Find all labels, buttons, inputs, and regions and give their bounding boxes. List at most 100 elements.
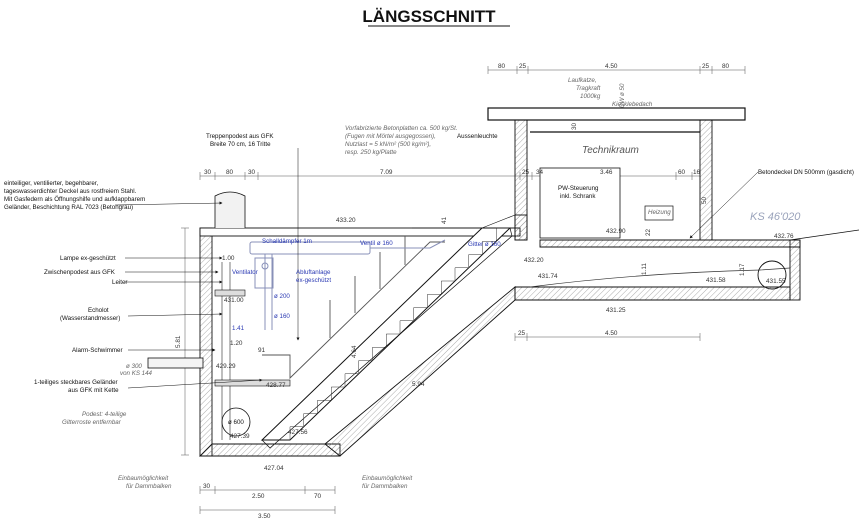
svg-text:Vorfabrizierte Betonplatten ca: Vorfabrizierte Betonplatten ca. 500 kg/S… [345, 125, 458, 132]
note-roof: Kiesklebedach [612, 101, 653, 108]
svg-text:2.50: 2.50 [252, 493, 265, 500]
note-outdoor-light: Aussenleuchte [457, 133, 498, 140]
note-echolot: Echolot (Wasserstandmesser) [60, 307, 223, 322]
note-heating: Heizung [648, 209, 671, 216]
elev: 431.74 [538, 273, 558, 280]
elev: 429.29 [216, 363, 236, 370]
handrail [262, 236, 445, 380]
svg-text:Einbaumöglichkeit: Einbaumöglichkeit [362, 475, 412, 482]
svg-text:Zwischenpodest aus GFK: Zwischenpodest aus GFK [44, 269, 116, 276]
heating-unit [644, 205, 674, 221]
svg-text:1.11: 1.11 [641, 263, 648, 275]
label-d200: ø 200 [274, 293, 290, 300]
svg-text:25: 25 [522, 169, 530, 176]
svg-text:4.50: 4.50 [605, 63, 618, 70]
svg-text:50: 50 [701, 196, 708, 204]
svg-text:70: 70 [314, 493, 322, 500]
svg-text:(Fugen mit Mörtel ausgegossen): (Fugen mit Mörtel ausgegossen), [345, 133, 436, 140]
svg-text:1.20: 1.20 [230, 340, 243, 347]
svg-text:Nutzlast = 5 kN/m² (500 kg/m²): Nutzlast = 5 kN/m² (500 kg/m²), [345, 141, 431, 148]
drawing-title: LÄNGSSCHNITT [362, 7, 496, 26]
svg-text:resp. 250 kg/Platte: resp. 250 kg/Platte [345, 149, 397, 156]
label-exhaust: Abluftanlage [296, 269, 331, 276]
note-cabinet: PW-Steuerung inkl. Schrank [558, 185, 599, 200]
ground-line [712, 229, 859, 241]
svg-text:25: 25 [518, 330, 526, 337]
svg-text:Echolot: Echolot [88, 307, 109, 314]
svg-text:16: 16 [693, 169, 701, 176]
bottom-dimension-lines [199, 486, 336, 514]
svg-text:7.09: 7.09 [380, 169, 393, 176]
note-ladder: Leiter [112, 279, 223, 286]
svg-text:Leiter: Leiter [112, 279, 127, 286]
svg-text:1-teiliges steckbares Geländer: 1-teiliges steckbares Geländer [34, 379, 118, 386]
svg-text:80: 80 [498, 63, 506, 70]
note-landing: Zwischenpodest aus GFK [44, 269, 219, 276]
svg-text:PW-Steuerung: PW-Steuerung [558, 185, 599, 192]
svg-text:30: 30 [248, 169, 256, 176]
svg-text:41: 41 [441, 216, 448, 224]
svg-text:30: 30 [571, 122, 578, 130]
svg-text:inkl. Schrank: inkl. Schrank [560, 193, 596, 200]
structure-label: KS 46'020 [750, 211, 801, 223]
elev: 427.39 [230, 433, 250, 440]
elevation-labels: 433.20 432.90 432.76 432.20 431.74 431.5… [216, 217, 794, 472]
note-rohr: ø 300 von KS 144 [120, 363, 153, 377]
note-stair: Treppenpodest aus GFK Breite 70 cm, 16 T… [206, 133, 300, 341]
elev: 431.00 [224, 297, 244, 304]
left-vertical-dimension [181, 227, 189, 456]
svg-text:tageswasserdichter Deckel aus: tageswasserdichter Deckel aus rostfreiem… [4, 188, 137, 195]
elev: 433.20 [336, 217, 356, 224]
svg-text:Alarm-Schwimmer: Alarm-Schwimmer [72, 347, 123, 354]
svg-text:von KS 144: von KS 144 [120, 370, 153, 377]
intermediate-landing [214, 289, 246, 297]
mid-dim-texts: 25 4.50 [518, 330, 618, 337]
svg-text:Treppenpodest aus GFK: Treppenpodest aus GFK [206, 133, 274, 140]
elev: 427.56 [288, 429, 308, 436]
room-label: Technikraum [582, 145, 639, 156]
svg-text:25: 25 [519, 63, 527, 70]
label-d160: ø 160 [274, 313, 290, 320]
svg-text:30: 30 [204, 169, 212, 176]
elev: 428.77 [266, 382, 286, 389]
svg-text:4.50: 4.50 [605, 330, 618, 337]
top-dimension-line-right [487, 66, 746, 74]
label-d600: ø 600 [228, 419, 244, 426]
svg-text:Breite 70 cm, 16 Tritte: Breite 70 cm, 16 Tritte [210, 141, 271, 148]
note-alarm: Alarm-Schwimmer [72, 347, 216, 354]
note-railing: 1-teiliges steckbares Geländer aus GFK m… [34, 378, 263, 394]
label-valve: Ventil ø 160 [360, 240, 393, 247]
elev: 431.25 [606, 307, 626, 314]
note-cover: Betondeckel DN 500mm (gasdicht) [689, 169, 854, 239]
svg-text:für Dammbalken: für Dammbalken [126, 483, 172, 490]
svg-text:einteiliger, ventilierter, beg: einteiliger, ventilierter, begehbarer, [4, 180, 99, 187]
svg-text:Tragkraft: Tragkraft [576, 85, 601, 92]
note-stoplogs-right: Einbaumöglichkeit für Dammbalken [362, 475, 412, 490]
svg-text:22: 22 [645, 228, 652, 236]
label-grille: Gitter ø 160 [468, 241, 501, 248]
bottom-dim-texts: 30 2.50 70 3.50 [203, 483, 322, 520]
svg-text:1000kg: 1000kg [580, 93, 601, 100]
label-silencer: Schalldämpfer 1m [262, 238, 312, 245]
svg-text:aus GFK mit Kette: aus GFK mit Kette [68, 387, 119, 394]
svg-text:5.94: 5.94 [412, 381, 425, 388]
note-lid: einteiliger, ventilierter, begehbarer, t… [4, 180, 223, 211]
svg-text:3.50: 3.50 [258, 513, 271, 520]
svg-text:3.46: 3.46 [600, 169, 613, 176]
svg-text:1.17: 1.17 [739, 263, 746, 276]
svg-text:Gitterroste entfernbar: Gitterroste entfernbar [62, 419, 122, 426]
inlet-pipe-300 [147, 357, 204, 369]
svg-text:Einbaumöglichkeit: Einbaumöglichkeit [118, 475, 168, 482]
elev: 432.20 [524, 257, 544, 264]
svg-text:4.64: 4.64 [351, 345, 358, 358]
svg-text:80: 80 [226, 169, 234, 176]
side-dim-texts: 5.81 1.00 1.20 91 4.64 5.94 1.11 41 30 2… [175, 122, 746, 388]
note-lamp: Lampe ex-geschützt [60, 255, 223, 262]
svg-text:34: 34 [536, 169, 544, 176]
inlet-pipe-right [757, 260, 787, 290]
elev: 1.41 [232, 325, 245, 332]
label-exhaust-2: ex-geschützt [296, 277, 331, 284]
top-dim-texts-left: 30 80 30 7.09 [204, 169, 393, 176]
note-stoplogs-left: Einbaumöglichkeit für Dammbalken [118, 475, 172, 490]
